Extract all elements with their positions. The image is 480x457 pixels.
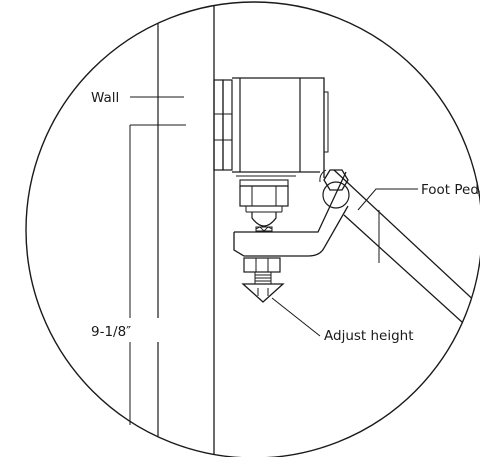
upper-nut xyxy=(239,179,289,227)
mounting-bracket xyxy=(213,77,329,178)
pedal-bracket xyxy=(233,171,349,257)
detail-circle xyxy=(25,1,480,457)
label-wall: Wall xyxy=(91,90,119,106)
label-foot-pedal: Foot Pedal xyxy=(421,182,480,198)
wall xyxy=(157,2,215,457)
hinge-bolt xyxy=(319,169,350,209)
adjusting-screw xyxy=(241,257,285,303)
label-adjust-height: Adjust height xyxy=(324,328,414,344)
label-dimension: 9-1/8″ xyxy=(91,324,131,340)
spring-washer xyxy=(255,226,273,232)
leader-lines xyxy=(129,96,418,425)
